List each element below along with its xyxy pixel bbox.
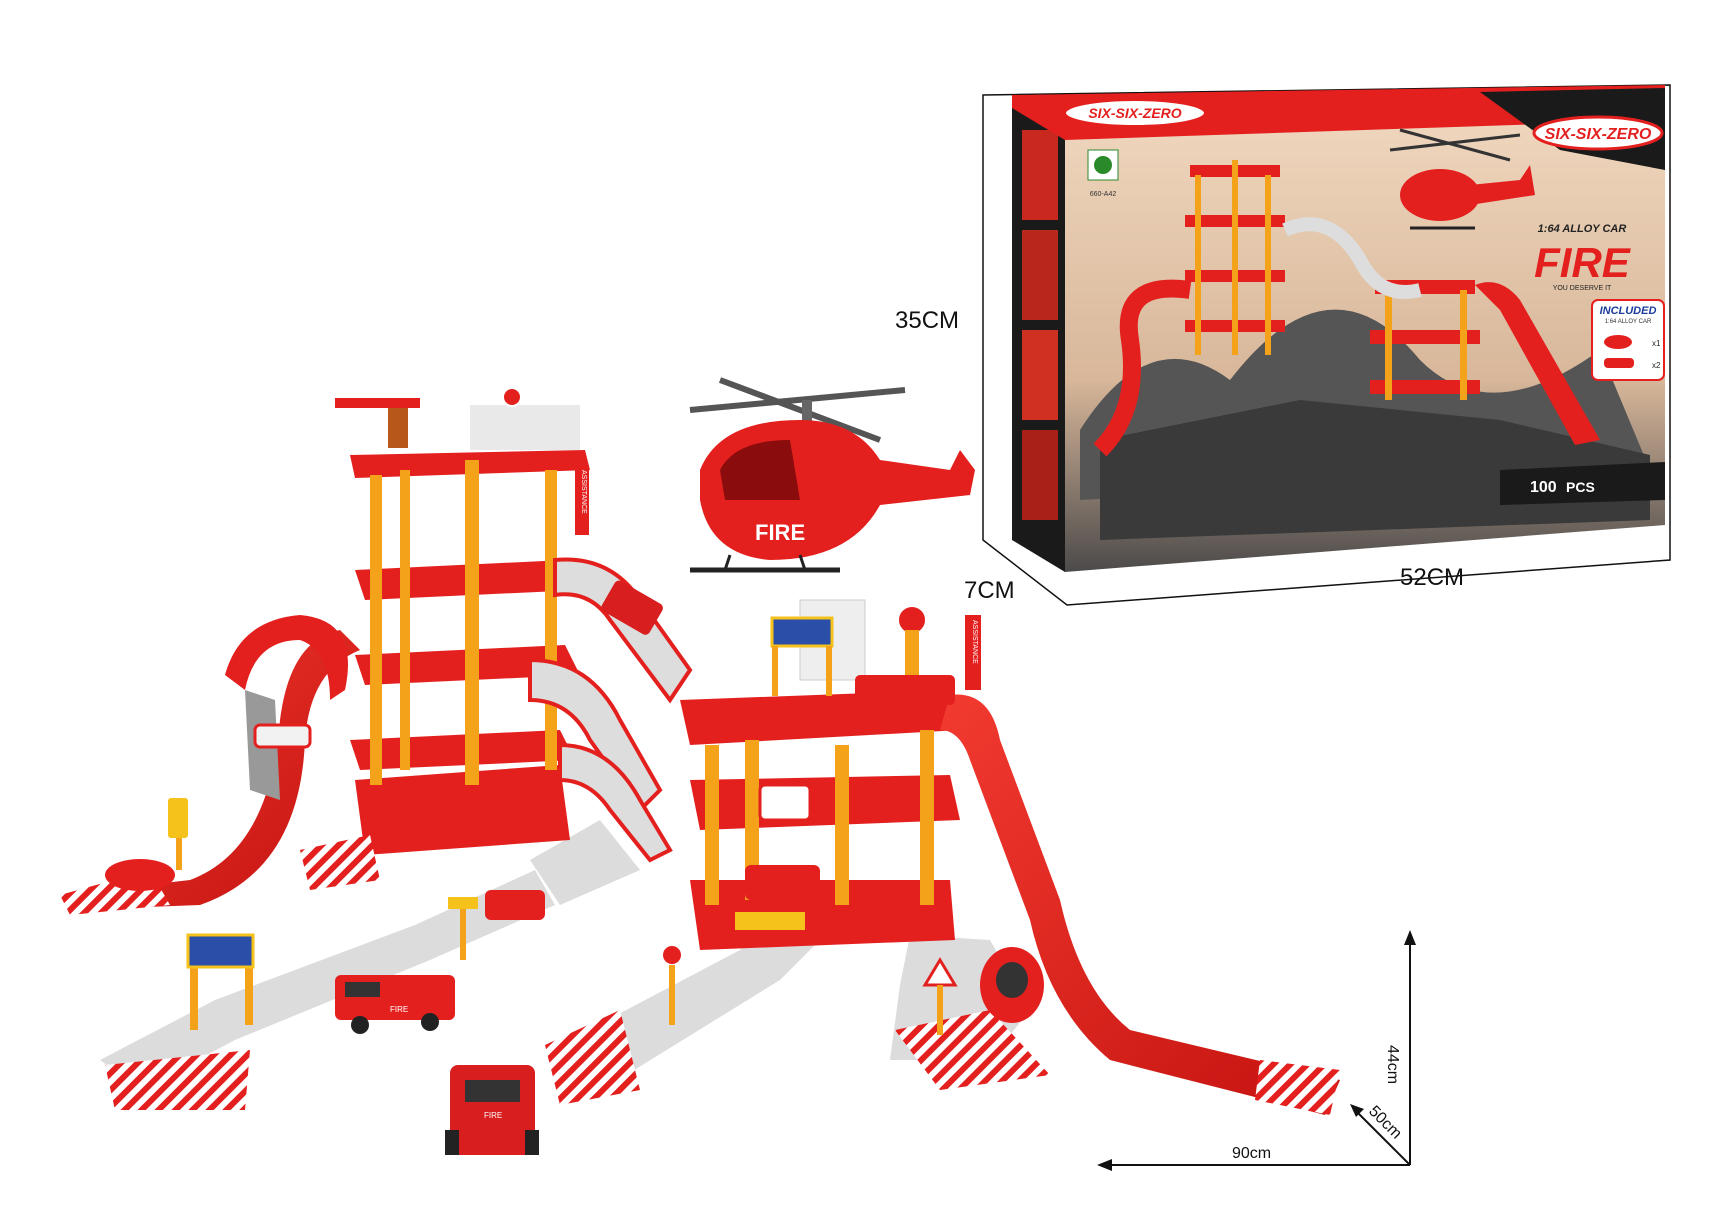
box-helicopter-image [1389,128,1535,230]
pieces-badge: 100 PCS [1500,462,1665,505]
fire-truck: FIRE [335,975,455,1034]
car-ramp [601,580,663,635]
traffic-light-center [448,897,478,960]
included-car-icon [1604,358,1634,368]
assembled-playset: ASSISTANCE ASSISTANCE FIRE FIRE [60,377,1340,1155]
sign-gantry-left [186,933,255,1030]
car-left-ramp [253,723,312,749]
assembled-height-label: 44cm [1384,1045,1401,1084]
pieces-count: 100 [1530,479,1557,496]
helicopter-label: FIRE [755,520,805,545]
box-title: 1:64 ALLOY CAR FIRE YOU DESERVE IT [1534,223,1632,292]
included-subtitle: 1:64 ALLOY CAR [1605,319,1652,325]
box-image-toy [1080,128,1650,540]
sign-gantry-top [770,616,834,696]
pad-banner-text: ASSISTANCE [971,620,978,664]
fire-truck-label: FIRE [390,1005,408,1014]
model-code: 660-A42 [1090,191,1117,198]
road-track-left [100,820,640,1110]
brand-small-text: SIX-SIX-ZERO [1088,105,1181,121]
assembled-width-label: 90cm [1232,1145,1271,1162]
dimension-axes [1097,930,1416,1171]
pieces-unit: PCS [1566,479,1595,495]
pad-banner: ASSISTANCE [965,615,981,690]
middle-ramps [528,557,693,863]
brand-text: SIX-SIX-ZERO [1545,126,1652,143]
included-panel: INCLUDED 1:64 ALLOY CAR x1 x2 [1591,299,1665,381]
box-outline [982,84,1671,606]
included-helicopter-icon [1604,335,1632,349]
brand-logo: SIX-SIX-ZERO [1532,115,1664,151]
fire-jeep: FIRE [445,1065,539,1155]
car-tower-parked [745,675,955,900]
tower-banner-text: ASSISTANCE [580,470,587,514]
included-car-qty: x2 [1652,361,1661,370]
small-car-center [485,890,545,920]
right-long-ramp [940,694,1340,1115]
included-helicopter-qty: x1 [1652,339,1661,348]
model-badge: 660-A42 [1087,149,1119,198]
tower-banner: ASSISTANCE [575,465,589,535]
warning-sign [922,957,958,1035]
included-title: INCLUDED [1600,305,1657,317]
box-height-label: 35CM [895,307,959,334]
traffic-light-left [168,798,188,870]
tagline: YOU DESERVE IT [1553,285,1612,292]
box-width-label: 52CM [1400,564,1464,591]
box-side-thumbnails [1022,130,1058,520]
fire-jeep-label: FIRE [484,1111,502,1120]
scale-label: 1:64 ALLOY CAR [1538,223,1627,235]
assembled-depth-label: 50cm [1365,1103,1405,1143]
fire-title: FIRE [1534,239,1632,286]
hovercraft-left [105,859,175,891]
box-depth-label: 7CM [964,577,1015,604]
hovercraft-right [980,947,1044,1023]
left-tower [300,387,590,890]
helicopter: FIRE [689,377,975,573]
right-tower [680,599,960,950]
brand-logo-small: SIX-SIX-ZERO [1064,99,1206,127]
product-box: SIX-SIX-ZERO SIX-SIX-ZERO 660-A42 [982,84,1671,606]
stop-sign [661,944,683,1025]
